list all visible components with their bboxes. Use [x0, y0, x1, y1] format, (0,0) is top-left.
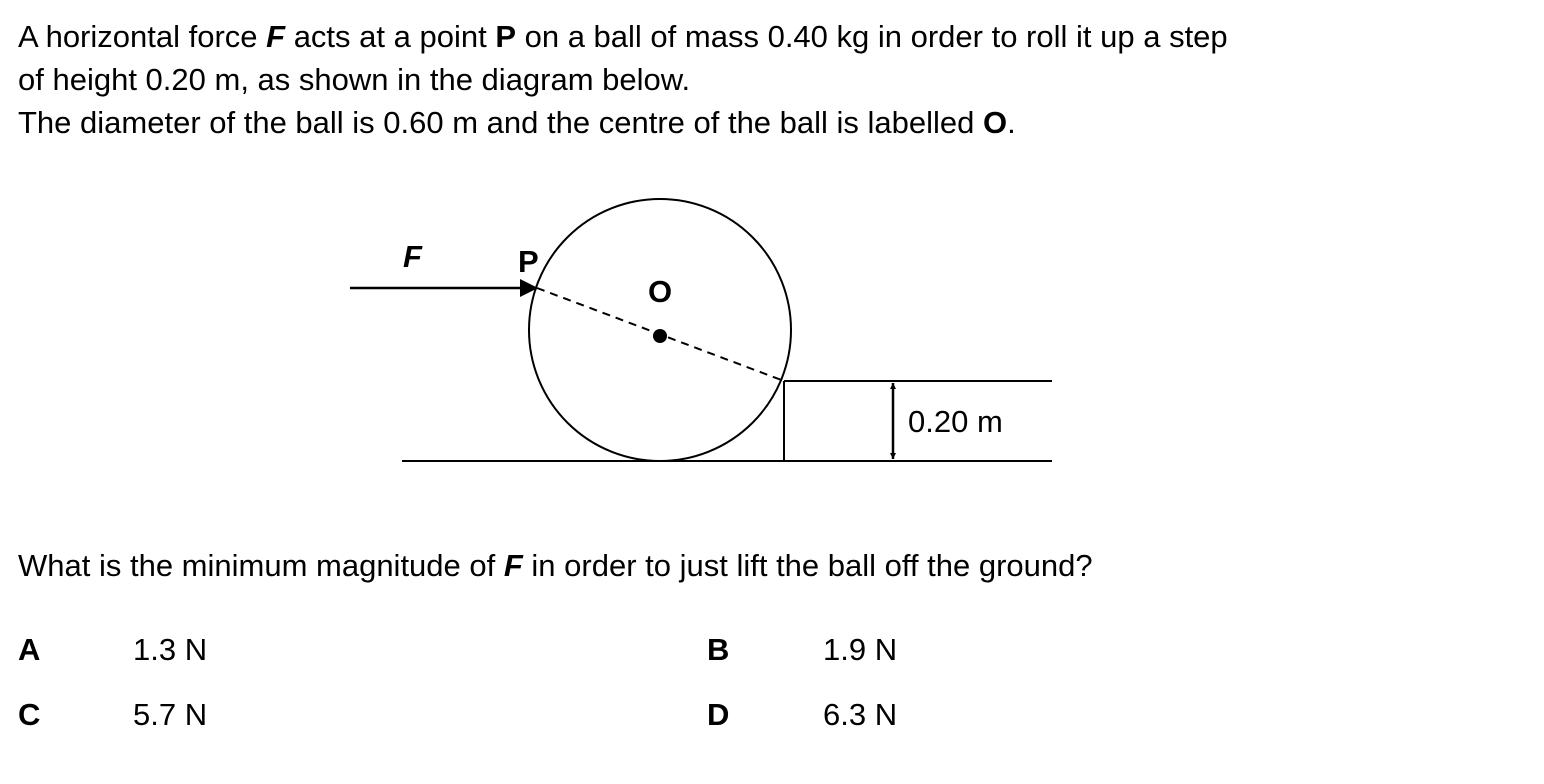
stem-text: on a ball of mass 0.40 kg in order to ro…	[516, 19, 1228, 54]
stem-line-2: of height 0.20 m, as shown in the diagra…	[18, 62, 691, 97]
question-part: in order to just lift the ball off the g…	[522, 548, 1093, 583]
option-letter: B	[707, 632, 730, 667]
centre-label: O	[648, 274, 672, 309]
stem-text: .	[1007, 105, 1016, 140]
point-label: P	[518, 244, 539, 279]
option-letter: C	[18, 697, 41, 732]
option-letter: A	[18, 632, 41, 667]
stem-line-3: The diameter of the ball is 0.60 m and t…	[18, 101, 1016, 144]
option-value: 1.9 N	[823, 632, 898, 667]
option-letter: D	[707, 697, 730, 732]
option-d[interactable]: D 6.3 N	[707, 697, 897, 733]
option-value: 6.3 N	[823, 697, 898, 732]
force-label: F	[403, 239, 423, 274]
force-arrowhead	[520, 279, 538, 297]
stem-text: acts at a point	[285, 19, 496, 54]
centre-symbol: O	[983, 105, 1008, 140]
option-value: 1.3 N	[133, 632, 208, 667]
centre-dot	[653, 329, 667, 343]
question-text: What is the minimum magnitude of F in or…	[18, 544, 1093, 587]
force-symbol: F	[266, 19, 286, 54]
option-b[interactable]: B 1.9 N	[707, 632, 897, 668]
option-c[interactable]: C 5.7 N	[18, 697, 207, 733]
option-a[interactable]: A 1.3 N	[18, 632, 207, 668]
stem-text: A horizontal force	[18, 19, 267, 54]
point-symbol: P	[495, 19, 516, 54]
stem-line-1: A horizontal force F acts at a point P o…	[18, 15, 1228, 58]
question-part: What is the minimum magnitude of	[18, 548, 504, 583]
option-value: 5.7 N	[133, 697, 208, 732]
force-symbol: F	[503, 548, 523, 583]
stem-text: The diameter of the ball is 0.60 m and t…	[18, 105, 984, 140]
step-height-label: 0.20 m	[908, 404, 1003, 439]
